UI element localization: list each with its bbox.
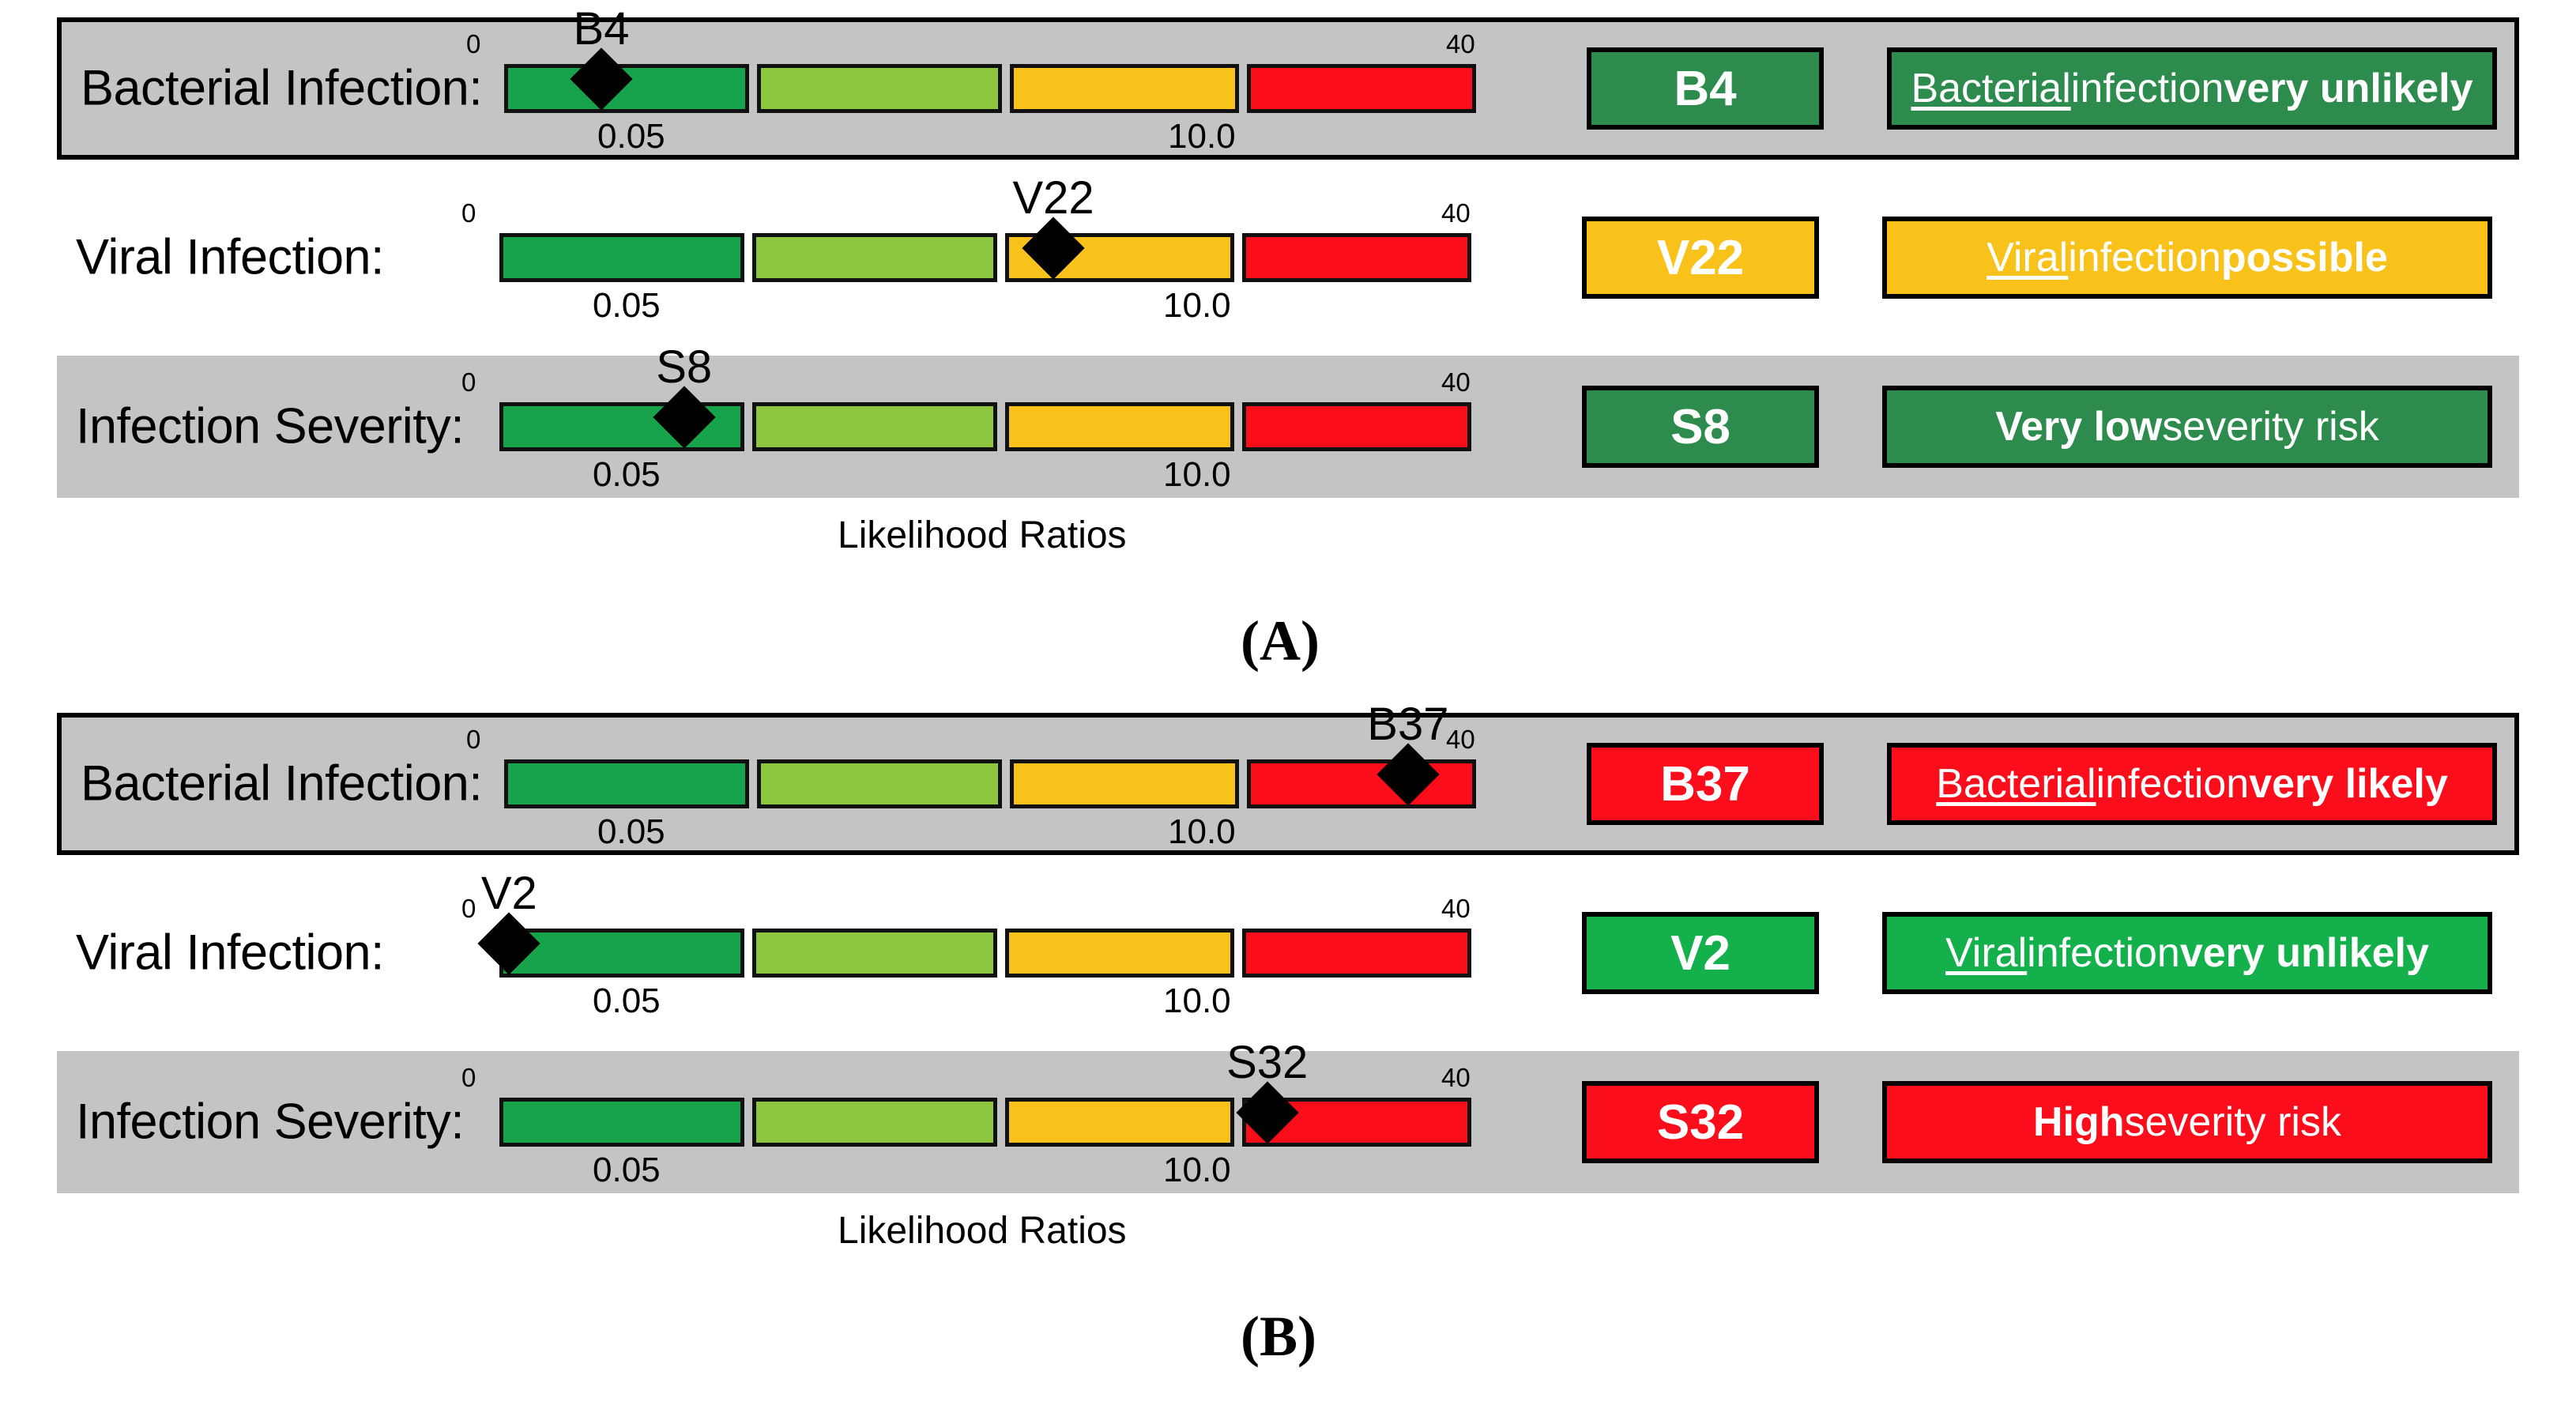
result-code-badge: V2: [1582, 912, 1819, 994]
axis-tick-label: 0.05: [593, 286, 661, 325]
value-marker: S8: [653, 345, 729, 449]
marker-label: V22: [1012, 172, 1094, 224]
scale-segment-1: [752, 1098, 997, 1147]
result-code-badge: B37: [1587, 743, 1824, 825]
axis-tick-label: 0: [461, 367, 476, 397]
marker-label: V2: [480, 868, 537, 919]
result-statement: Bacterial infection very likely: [1887, 743, 2497, 825]
result-statement: Viral infection very unlikely: [1882, 912, 2492, 994]
scale-segment-2: [1005, 402, 1234, 451]
result-statement: Viral infection possible: [1882, 217, 2492, 299]
scale-segment-2: [1010, 759, 1239, 808]
scale-segment-0: [504, 759, 749, 808]
axis-caption: Likelihood Ratios: [838, 1210, 1127, 1252]
axis-tick-label: 0.05: [593, 981, 661, 1020]
marker-label: B4: [573, 3, 630, 55]
row-label: Viral Infection:: [76, 229, 385, 285]
axis-tick-label: 40: [1446, 29, 1475, 58]
result-statement: Very low severity risk: [1882, 386, 2492, 468]
axis-tick-label: 0: [461, 894, 476, 923]
result-statement: Bacterial infection very unlikely: [1887, 47, 2497, 130]
axis-tick-label: 10.0: [1163, 1151, 1231, 1189]
panel-letter: (B): [1241, 1305, 1316, 1368]
scale-segment-3: [1242, 929, 1471, 978]
row-label: Viral Infection:: [76, 925, 385, 981]
axis-tick-label: 0.05: [597, 812, 665, 851]
likelihood-scale: 0 0.05 10.0 40 B4: [466, 6, 1476, 154]
axis-tick-label: 0: [466, 29, 481, 58]
scale-segment-1: [757, 64, 1002, 113]
result-code-badge: V22: [1582, 217, 1819, 299]
scale-segment-2: [1005, 929, 1234, 978]
axis-tick-label: 10.0: [1168, 812, 1236, 851]
axis-tick-label: 10.0: [1163, 286, 1231, 325]
axis-caption: Likelihood Ratios: [838, 514, 1127, 556]
likelihood-scale: 0 0.05 10.0 40 S8: [461, 345, 1471, 492]
scale-segment-0: [499, 1098, 744, 1147]
result-code-badge: S8: [1582, 386, 1819, 468]
value-marker: S32: [1226, 1040, 1312, 1144]
result-statement: High severity risk: [1882, 1081, 2492, 1163]
axis-tick-label: 0.05: [593, 1151, 661, 1189]
likelihood-scale: 0 0.05 10.0 40 V22: [461, 175, 1471, 323]
result-code-badge: S32: [1582, 1081, 1819, 1163]
axis-tick-label: 0.05: [593, 455, 661, 494]
marker-label: S8: [656, 341, 713, 393]
value-marker: B37: [1367, 702, 1452, 806]
axis-tick-label: 0.05: [597, 117, 665, 156]
scale-segment-0: [499, 233, 744, 282]
scale-segment-1: [757, 759, 1002, 808]
scale-segment-0: [504, 64, 749, 113]
axis-tick-label: 0: [461, 198, 476, 228]
scale-segment-1: [752, 929, 997, 978]
row-label: Bacterial Infection:: [81, 755, 483, 812]
panel-letter: (A): [1241, 609, 1320, 672]
marker-label: S32: [1226, 1037, 1309, 1088]
scale-segment-1: [752, 402, 997, 451]
scale-segment-3: [1242, 402, 1471, 451]
value-marker: V2: [477, 871, 553, 975]
scale-segment-1: [752, 233, 997, 282]
axis-tick-label: 40: [1441, 198, 1471, 228]
value-marker: V22: [1012, 175, 1098, 280]
diamond-marker-icon: [477, 912, 540, 975]
axis-tick-label: 10.0: [1163, 455, 1231, 494]
scale-segment-3: [1247, 759, 1476, 808]
result-code-badge: B4: [1587, 47, 1824, 130]
value-marker: B4: [570, 6, 646, 111]
axis-tick-label: 10.0: [1163, 981, 1231, 1020]
scale-segment-2: [1005, 1098, 1234, 1147]
row-label: Infection Severity:: [76, 398, 465, 454]
axis-tick-label: 40: [1441, 894, 1471, 923]
scale-segment-3: [1247, 64, 1476, 113]
likelihood-scale: 0 0.05 10.0 40 S32: [461, 1040, 1471, 1188]
axis-tick-label: 40: [1441, 367, 1471, 397]
axis-tick-label: 0: [461, 1063, 476, 1092]
scale-segment-2: [1010, 64, 1239, 113]
axis-tick-label: 10.0: [1168, 117, 1236, 156]
row-label: Infection Severity:: [76, 1094, 465, 1150]
row-label: Bacterial Infection:: [81, 60, 483, 116]
scale-segment-0: [499, 929, 744, 978]
axis-tick-label: 40: [1446, 725, 1475, 754]
likelihood-scale: 0 0.05 10.0 40 V2: [461, 871, 1471, 1019]
axis-tick-label: 40: [1441, 1063, 1471, 1092]
scale-segment-3: [1242, 233, 1471, 282]
marker-label: B37: [1367, 699, 1449, 750]
axis-tick-label: 0: [466, 725, 481, 754]
